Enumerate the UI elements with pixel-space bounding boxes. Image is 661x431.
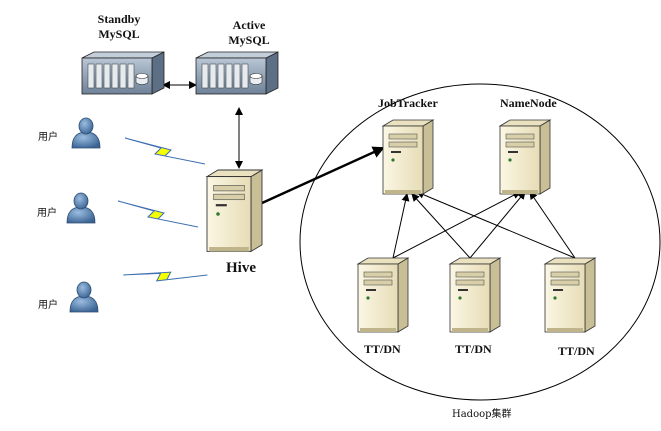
tt3-jobtracker-link [416, 191, 576, 259]
ttdn-label-2: TT/DN [455, 342, 492, 356]
tt1-namenode-link [392, 191, 521, 259]
rack-server-icon [195, 51, 279, 95]
user-person-icon [71, 117, 101, 149]
tt3-namenode-link [529, 191, 576, 259]
lightning-bolt-icon [123, 271, 208, 282]
lightning-bolt-icon [124, 137, 206, 165]
active-label-line2: MySQL [228, 33, 270, 47]
hive-jobtracker-link [261, 146, 385, 205]
active-mysql-label: Active MySQL [222, 18, 276, 48]
standby-label-line2: MySQL [98, 27, 140, 41]
tt2-jobtracker-link [411, 193, 471, 259]
ttdn-label-3: TT/DN [558, 344, 595, 358]
tower-server-icon [498, 119, 552, 195]
user-label-2: 用户 [37, 208, 57, 219]
tower-server-icon [205, 169, 264, 253]
user-label-1: 用户 [38, 132, 58, 143]
user-label-3: 用户 [38, 300, 58, 311]
connections [162, 81, 576, 259]
standby-mysql-label: Standby MySQL [92, 12, 146, 42]
active-label-line1: Active [232, 18, 266, 32]
hadoop-cluster-label: Hadoop集群 [452, 409, 512, 420]
tower-server-icon [356, 257, 410, 333]
user-person-icon [66, 192, 96, 224]
hive-label: Hive [226, 260, 256, 276]
ttdn-label-1: TT/DN [364, 342, 401, 356]
standby-label-line1: Standby [97, 12, 141, 26]
lightning-bolt-icon [117, 200, 199, 228]
tower-server-icon [448, 257, 502, 333]
rack-server-icon [81, 51, 165, 95]
jobtracker-label: JobTracker [378, 96, 438, 110]
hadoop-cluster-boundary [299, 83, 661, 401]
namenode-label: NameNode [500, 96, 557, 110]
tt1-jobtracker-link [392, 193, 410, 259]
tower-server-icon [543, 257, 597, 333]
tt2-namenode-link [469, 191, 526, 259]
tower-server-icon [381, 119, 435, 195]
user-person-icon [69, 281, 99, 313]
